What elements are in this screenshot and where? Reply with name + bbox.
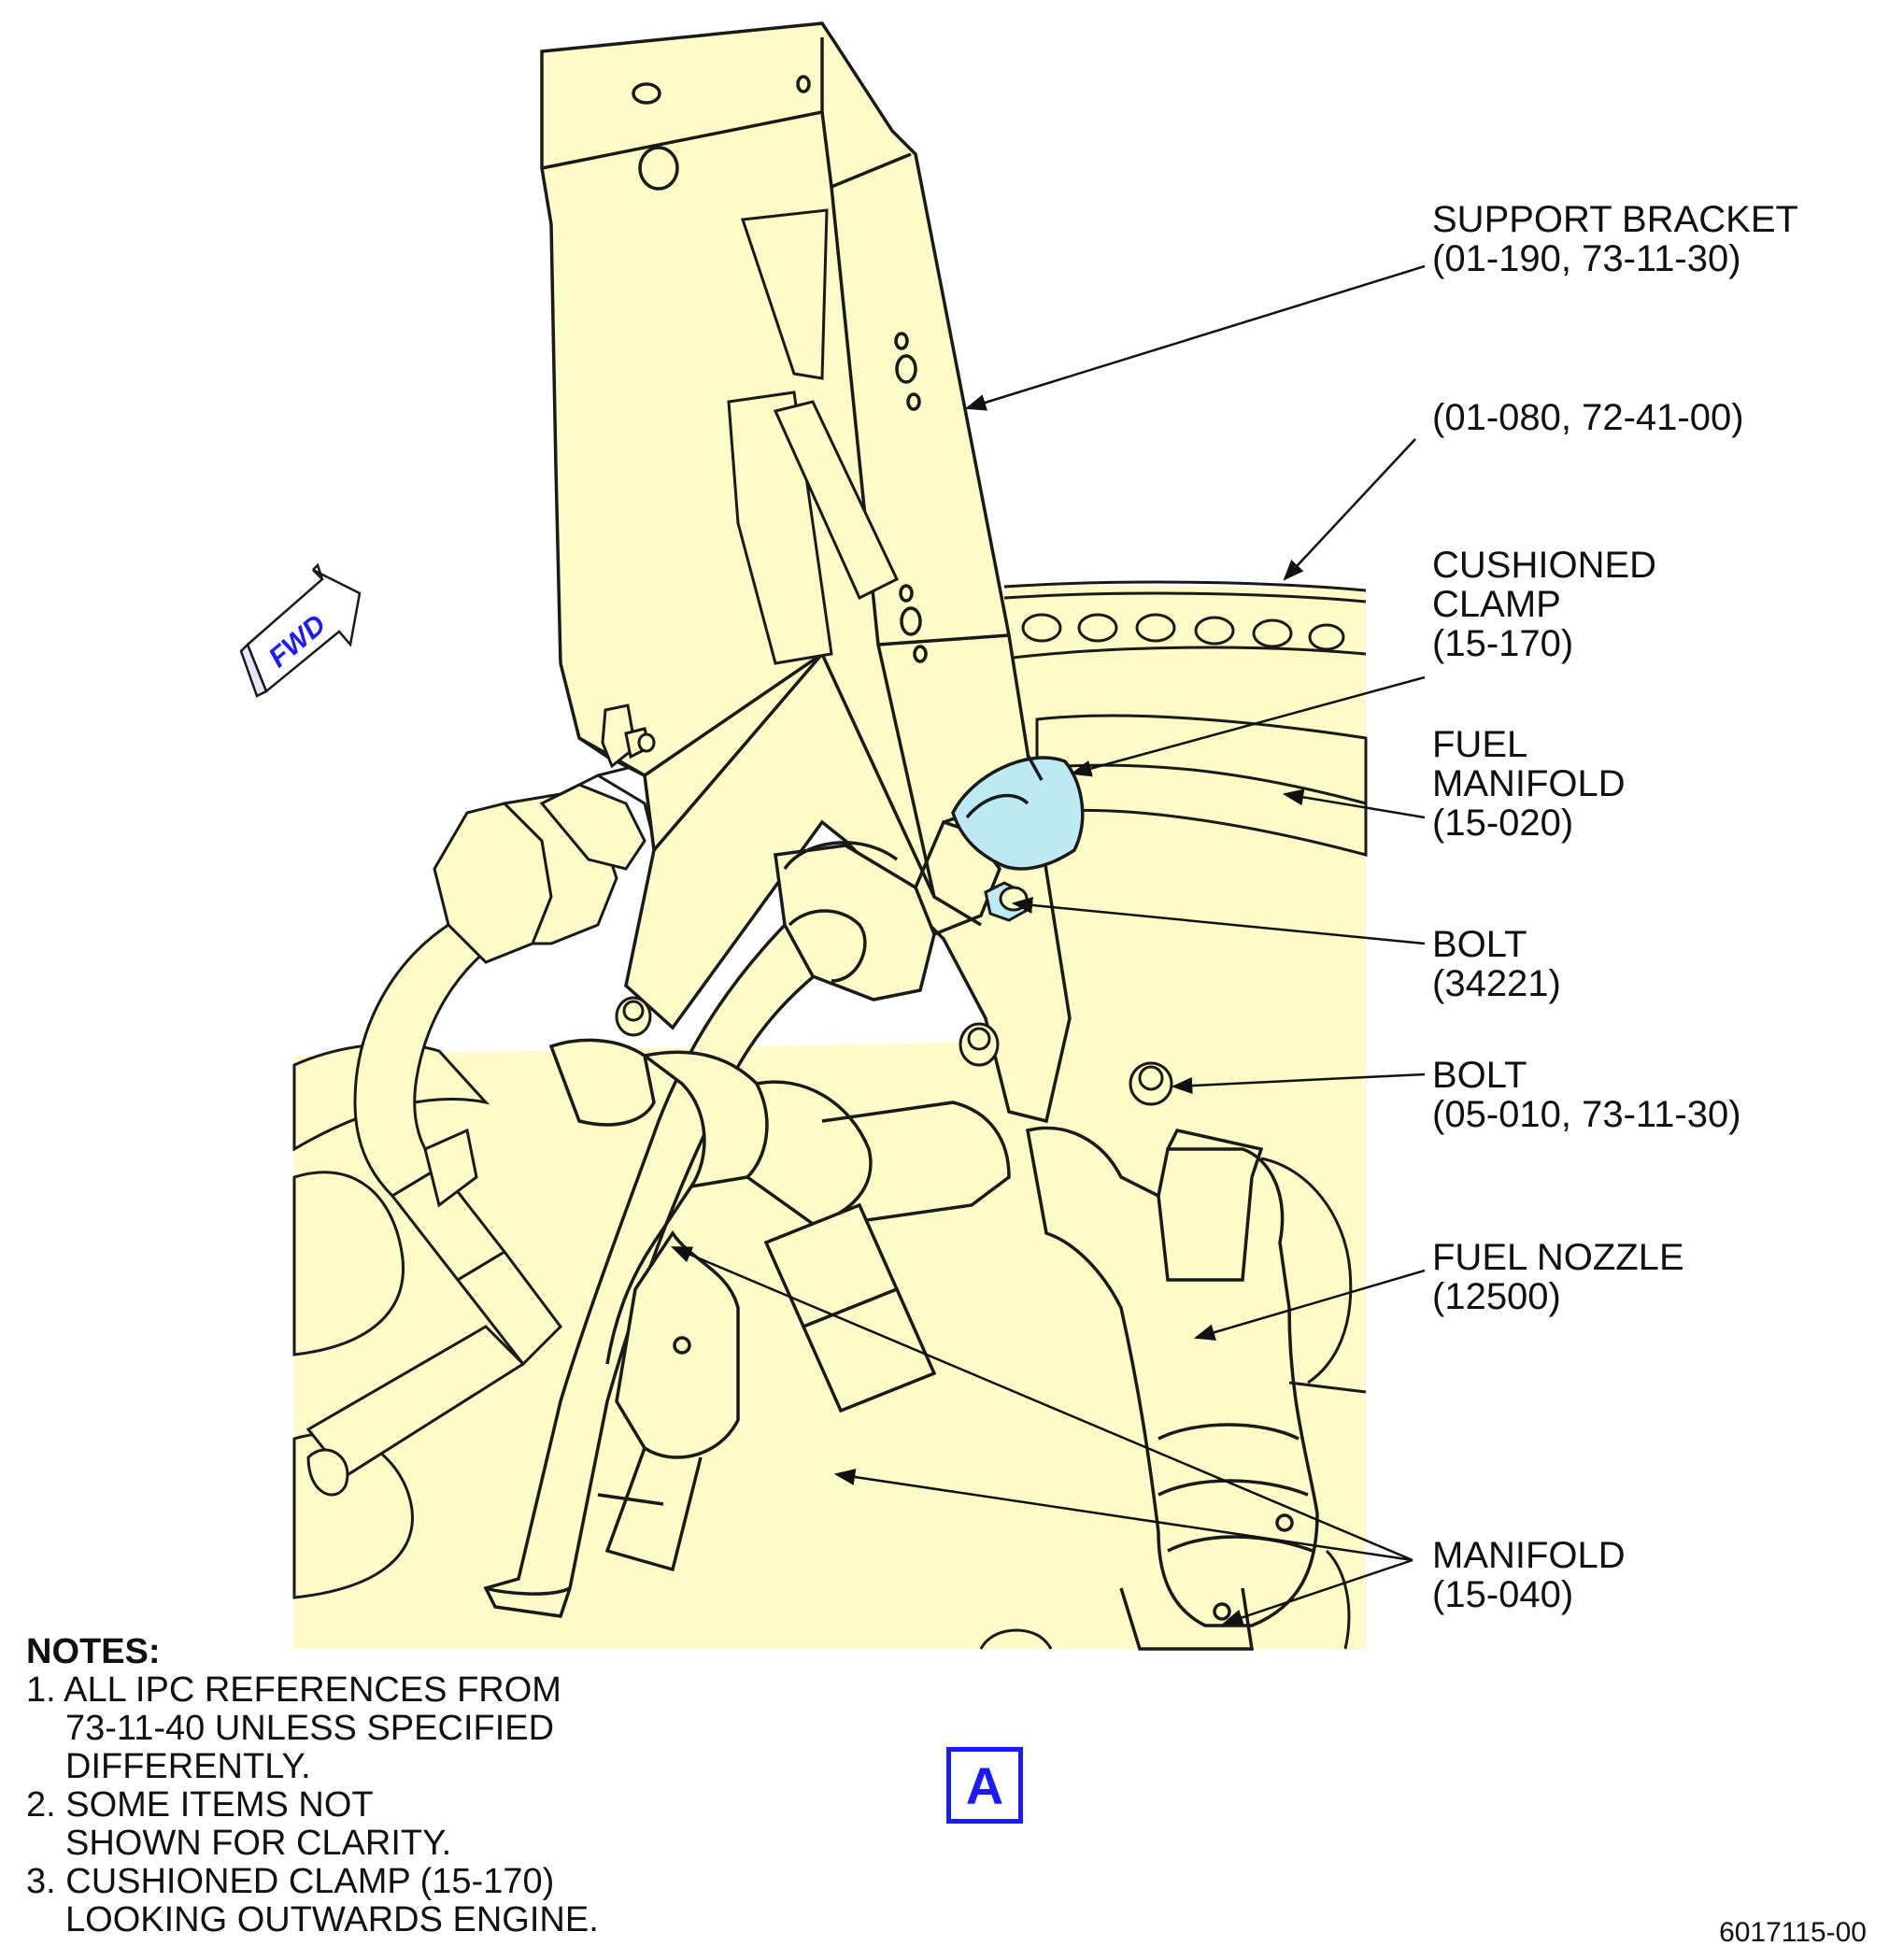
fwd-arrow-icon — [239, 562, 362, 698]
note-3-line-1: 3. CUSHIONED CLAMP (15-170) — [26, 1862, 555, 1901]
bracket-side-bolt — [601, 703, 656, 769]
main-hex-nut — [774, 811, 1001, 1001]
bolt-34221 — [984, 881, 1029, 922]
lower-left-manifold — [597, 1229, 740, 1572]
label-manifold-15-040: MANIFOLD (15-040) — [1432, 1535, 1626, 1615]
label-support-bracket: SUPPORT BRACKET (01-190, 73-11-30) — [1432, 199, 1798, 279]
support-bracket — [540, 21, 1072, 1124]
label-bolt-34221: BOLT (34221) — [1432, 924, 1561, 1004]
note-3-line-2: LOOKING OUTWARDS ENGINE. — [65, 1900, 599, 1939]
manifold-15-040 — [548, 1038, 1011, 1413]
label-fuel-manifold: FUEL MANIFOLD (15-020) — [1432, 724, 1626, 844]
view-label-box: A — [946, 1747, 1023, 1824]
label-cushioned-clamp: CUSHIONED CLAMP (15-170) — [1432, 545, 1657, 664]
note-2-line-1: 2. SOME ITEMS NOT — [26, 1785, 374, 1825]
note-2-line-2: SHOWN FOR CLARITY. — [65, 1824, 452, 1863]
left-hex-fitting — [433, 764, 674, 964]
label-ref-01-080: (01-080, 72-41-00) — [1432, 397, 1744, 438]
label-fuel-nozzle: FUEL NOZZLE (12500) — [1432, 1237, 1684, 1317]
notes-block: NOTES: 1. ALL IPC REFERENCES FROM 73-11-… — [26, 1633, 599, 1939]
left-pipe — [353, 923, 562, 1367]
combustor-case — [1003, 580, 1367, 660]
figure-number: 6017115-00 — [1719, 1917, 1867, 1948]
notes-heading: NOTES: — [26, 1632, 161, 1671]
engine-background — [294, 584, 1366, 1649]
note-1-line-2: 73-11-40 UNLESS SPECIFIED — [65, 1709, 555, 1748]
right-flange — [979, 1157, 1367, 1650]
leader-lines — [670, 264, 1426, 1626]
view-label: A — [965, 1755, 1004, 1815]
label-bolt-05-010: BOLT (05-010, 73-11-30) — [1432, 1055, 1741, 1135]
cushioned-clamp — [951, 754, 1085, 871]
bracket-lower-bolts — [615, 996, 1173, 1106]
lower-left-pipes — [292, 1043, 526, 1599]
note-1-line-1: 1. ALL IPC REFERENCES FROM — [26, 1670, 561, 1710]
note-1-line-3: DIFFERENTLY. — [65, 1747, 311, 1786]
